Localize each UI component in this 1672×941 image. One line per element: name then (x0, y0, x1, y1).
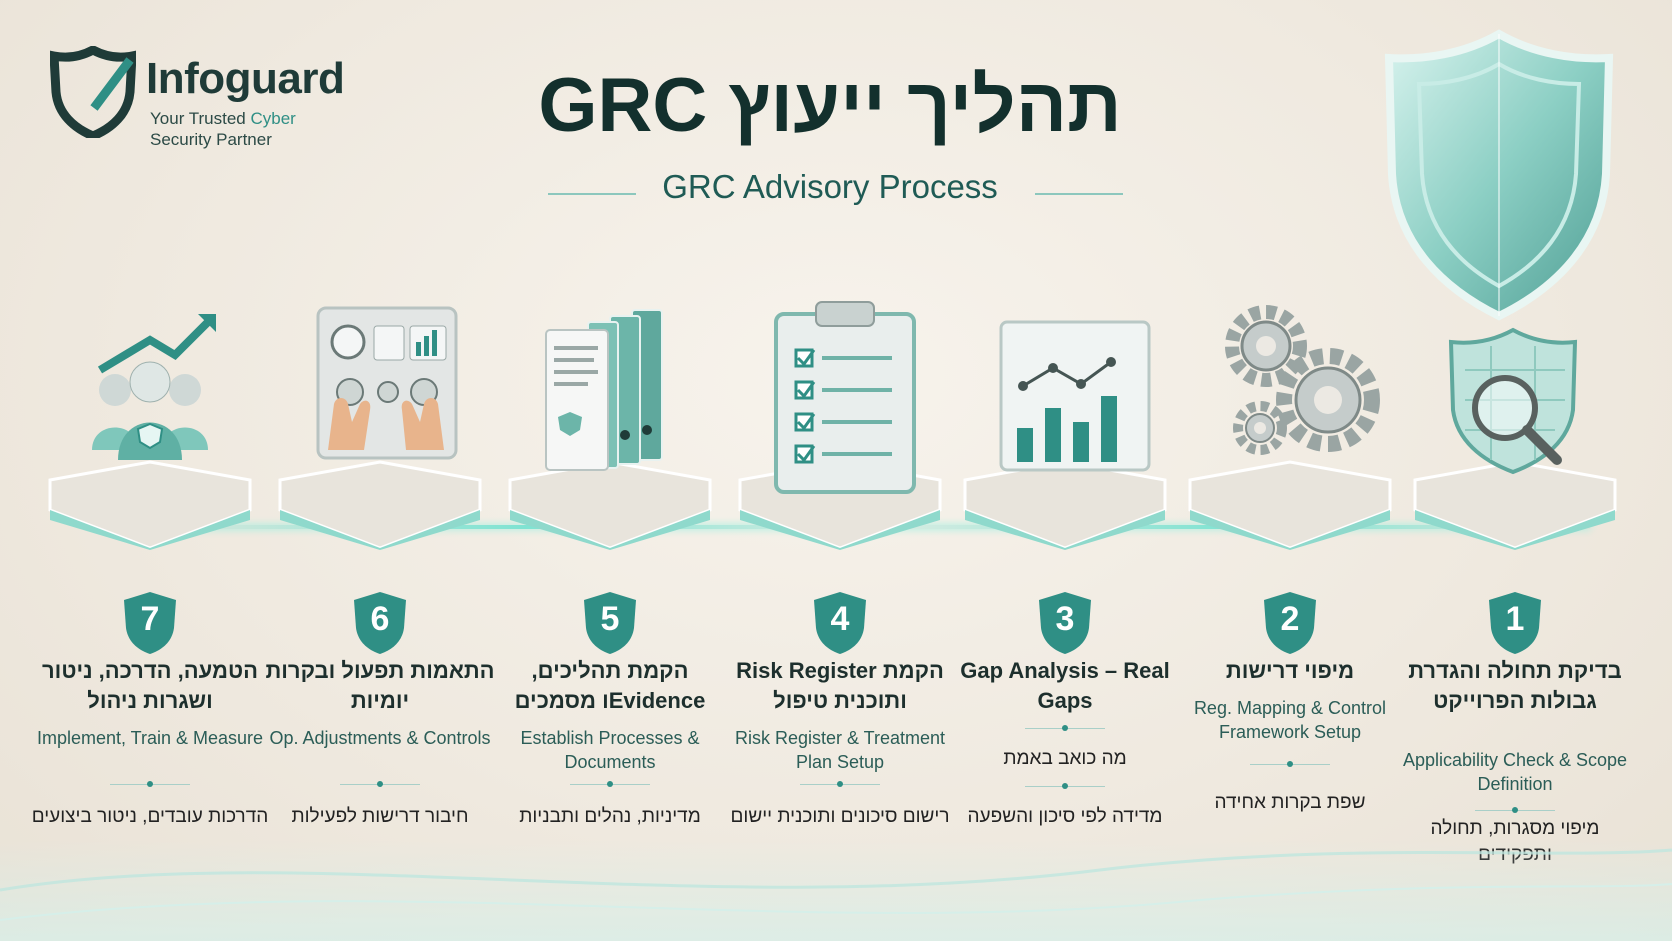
step-separator (1025, 725, 1105, 731)
pedestal (48, 460, 252, 550)
step-number: 1 (1505, 600, 1525, 638)
step-desc-english: Risk Register & Treatment Plan Setup (734, 728, 946, 772)
step-desc-hebrew: חיבור דרישות לפעילות (291, 806, 469, 827)
step-title-hebrew: Gap Analysis – Real Gaps (960, 658, 1170, 713)
step-title-hebrew: הקמת Risk Register ותוכנית טיפול (736, 658, 944, 713)
logo-name: Infoguard (146, 54, 345, 103)
step-number: 6 (370, 600, 390, 638)
page-title: תהליך ייעוץ GRC (538, 63, 1122, 148)
step-number: 3 (1055, 600, 1075, 638)
step-title-hebrew: מיפוי דרישות (1225, 658, 1355, 683)
step-separator (1025, 783, 1105, 789)
step-desc-english: Op. Adjustments & Controls (269, 728, 491, 748)
step-separator (1475, 807, 1555, 813)
shield-magnifier-icon (1448, 327, 1578, 475)
binders-icon (545, 309, 663, 471)
step-number-badge: 4 (810, 590, 870, 656)
decorative-wave (0, 848, 1672, 921)
tagline-part1: Your Trusted (150, 109, 251, 128)
control-panel-icon (316, 306, 458, 460)
gears-icon (1225, 305, 1380, 455)
step-2: 2 מיפוי דרישות Reg. Mapping & Control Fr… (1180, 300, 1400, 900)
team-growth-icon (92, 314, 216, 460)
step-separator (800, 781, 880, 787)
floor-gradient (0, 840, 1672, 941)
step-4: 4 הקמת Risk Register ותוכנית טיפול Risk … (730, 300, 950, 900)
step-title-hebrew: הטמעה, הדרכה, ניטור ושגרות ניהול (42, 658, 258, 713)
title-divider-right (1035, 193, 1123, 195)
step-title-hebrew: התאמות תפעול ובקרות יומיות (265, 658, 495, 713)
step-7: 7 הטמעה, הדרכה, ניטור ושגרות ניהול Imple… (32, 300, 268, 900)
step-desc-hebrew: מדיניות, נהלים ותבניות (519, 806, 701, 827)
step-6: 6 התאמות תפעול ובקרות יומיות Op. Adjustm… (265, 300, 495, 900)
pedestal (963, 460, 1167, 550)
chart-board-icon (999, 320, 1151, 472)
step-desc-english: Implement, Train & Measure (36, 728, 264, 748)
step-5: 5 הקמת תהליכים, Evidenceו מסמכים Establi… (500, 300, 720, 900)
step-separator (110, 781, 190, 787)
pedestal (278, 460, 482, 550)
step-title-hebrew: בדיקת תחולה והגדרת גבולות הפרוייקט (1408, 658, 1622, 713)
logo-shield-icon (50, 46, 136, 138)
clipboard-checklist-icon (774, 301, 916, 494)
step-number: 4 (830, 600, 850, 638)
step-desc-english: Establish Processes & Documents (520, 728, 700, 772)
step-desc-hebrew: רישום סיכונים ותוכנית יישום (730, 806, 950, 827)
step-separator (1250, 761, 1330, 767)
step-desc-hebrew-2: מדידה לפי סיכון והשפעה (967, 806, 1163, 827)
step-number: 7 (140, 600, 160, 638)
step-desc-hebrew: שפת בקרות אחידה (1214, 792, 1366, 813)
step-number: 5 (600, 600, 620, 638)
step-3: 3 Gap Analysis – Real Gaps מה כואב באמת … (955, 300, 1175, 900)
title-divider-left (548, 193, 636, 195)
step-number-badge: 7 (120, 590, 180, 656)
step-desc-english: Reg. Mapping & Control Framework Setup (1193, 698, 1387, 742)
pedestal (508, 460, 712, 550)
step-desc-english: Applicability Check & Scope Definition (1402, 750, 1628, 794)
step-desc-hebrew: מה כואב באמת (1003, 748, 1127, 769)
step-number: 2 (1280, 600, 1300, 638)
step-number-badge: 6 (350, 590, 410, 656)
page-subtitle: GRC Advisory Process (662, 168, 998, 205)
large-shield-icon (1384, 29, 1614, 321)
step-number-badge: 3 (1035, 590, 1095, 656)
step-title-hebrew: הקמת תהליכים, Evidenceו מסמכים (514, 658, 706, 713)
step-1: 1 בדיקת תחולה והגדרת גבולות הפרוייקט App… (1403, 300, 1627, 900)
tagline-part2: Security Partner (150, 130, 272, 149)
logo-tagline: Your Trusted Cyber Security Partner (150, 108, 350, 150)
tagline-accent: Cyber (250, 109, 296, 128)
step-number-badge: 1 (1485, 590, 1545, 656)
step-separator (340, 781, 420, 787)
step-number-badge: 5 (580, 590, 640, 656)
logo: Infoguard Your Trusted Cyber Security Pa… (50, 46, 370, 156)
step-separator (570, 781, 650, 787)
step-desc-hebrew: הדרכות עובדים, ניטור ביצועים (31, 806, 269, 827)
pedestal (1188, 460, 1392, 550)
step-number-badge: 2 (1260, 590, 1320, 656)
